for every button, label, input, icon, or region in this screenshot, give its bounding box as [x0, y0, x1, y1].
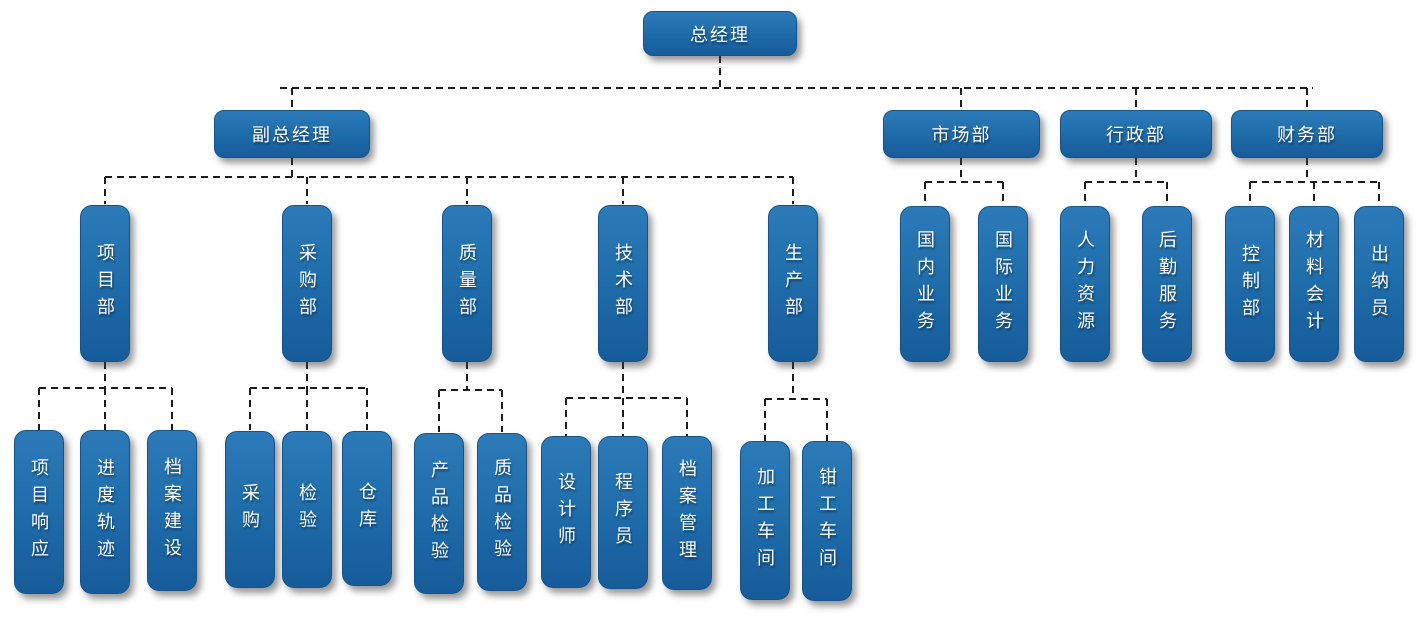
- org-node-label: 档案管理: [677, 459, 697, 567]
- org-node-label: 进度轨迹: [95, 458, 115, 566]
- org-node-label: 后勤服务: [1157, 230, 1177, 338]
- org-node-archive-management[interactable]: 档案管理: [662, 436, 712, 590]
- org-node-designer[interactable]: 设计师: [541, 436, 591, 588]
- org-node-deputy-general-manager[interactable]: 副总经理: [214, 110, 370, 158]
- org-node-general-manager[interactable]: 总经理: [643, 11, 797, 56]
- connector-purchasing-children: [249, 362, 368, 430]
- org-node-label: 生产部: [783, 243, 803, 324]
- org-node-label: 项目响应: [29, 458, 49, 566]
- org-node-label: 技术部: [613, 243, 633, 324]
- connector-admin-children: [1084, 158, 1168, 206]
- connector-production-children: [764, 362, 828, 441]
- org-node-label: 钳工车间: [817, 467, 837, 575]
- org-node-technology-dept[interactable]: 技术部: [598, 205, 648, 362]
- org-node-label: 国内业务: [915, 230, 935, 338]
- org-node-quality-dept[interactable]: 质量部: [442, 205, 492, 362]
- org-node-label: 国际业务: [993, 230, 1013, 338]
- connector-project-children: [38, 362, 173, 430]
- connector-finance-children: [1249, 158, 1380, 206]
- org-node-label: 材料会计: [1304, 230, 1324, 338]
- connector-level1: [280, 56, 1313, 110]
- org-node-production-dept[interactable]: 生产部: [768, 205, 818, 362]
- org-node-label: 人力资源: [1075, 230, 1095, 338]
- org-node-project-dept[interactable]: 项目部: [80, 205, 130, 362]
- org-node-label: 控制部: [1240, 243, 1260, 325]
- org-node-label: 程序员: [613, 472, 633, 553]
- org-node-label: 出纳员: [1369, 243, 1389, 325]
- org-node-project-response[interactable]: 项目响应: [14, 430, 64, 594]
- org-node-human-resources[interactable]: 人力资源: [1060, 206, 1110, 362]
- org-node-control-dept[interactable]: 控制部: [1225, 206, 1275, 362]
- org-node-inspection[interactable]: 检验: [282, 431, 332, 588]
- org-node-label: 财务部: [1277, 125, 1337, 145]
- org-node-programmer[interactable]: 程序员: [598, 436, 648, 589]
- org-node-fitter-workshop[interactable]: 钳工车间: [802, 441, 852, 601]
- org-node-label: 档案建设: [162, 456, 182, 565]
- org-node-label: 检验: [297, 482, 317, 537]
- org-node-quality-inspection[interactable]: 质品检验: [477, 433, 527, 591]
- org-node-progress-track[interactable]: 进度轨迹: [80, 430, 130, 594]
- org-node-admin-dept[interactable]: 行政部: [1060, 110, 1212, 158]
- org-node-logistics-service[interactable]: 后勤服务: [1142, 206, 1192, 362]
- org-node-label: 行政部: [1106, 125, 1166, 145]
- connector-group: [38, 56, 1380, 441]
- org-node-label: 质品检验: [492, 458, 512, 566]
- org-node-label: 总经理: [690, 24, 750, 45]
- connector-quality-children: [438, 362, 503, 432]
- org-node-label: 加工车间: [755, 466, 775, 575]
- org-node-international-business[interactable]: 国际业务: [978, 206, 1028, 362]
- org-node-label: 质量部: [457, 243, 477, 324]
- org-node-warehouse[interactable]: 仓库: [342, 431, 392, 586]
- org-node-finance-dept[interactable]: 财务部: [1231, 110, 1383, 158]
- org-node-product-inspection[interactable]: 产品检验: [414, 433, 464, 594]
- org-node-label: 市场部: [931, 125, 992, 145]
- org-node-label: 采购部: [297, 243, 317, 324]
- org-node-label: 项目部: [95, 243, 115, 324]
- org-node-marketing-dept[interactable]: 市场部: [883, 110, 1040, 158]
- org-node-label: 仓库: [357, 481, 377, 536]
- connector-dgm-children: [104, 158, 794, 204]
- org-node-cashier[interactable]: 出纳员: [1354, 206, 1404, 362]
- org-node-material-accounting[interactable]: 材料会计: [1289, 206, 1339, 362]
- org-node-label: 采购: [240, 482, 260, 537]
- org-node-archive-construction[interactable]: 档案建设: [147, 430, 197, 591]
- org-node-machining-workshop[interactable]: 加工车间: [740, 441, 790, 600]
- org-node-purchasing[interactable]: 采购: [225, 431, 275, 588]
- org-node-purchasing-dept[interactable]: 采购部: [282, 205, 332, 362]
- connector-marketing-children: [924, 158, 1004, 206]
- connector-tech-children: [565, 362, 688, 436]
- org-node-label: 产品检验: [429, 459, 449, 568]
- org-node-label: 设计师: [556, 471, 576, 553]
- org-node-label: 副总经理: [252, 125, 332, 145]
- org-node-domestic-business[interactable]: 国内业务: [900, 206, 950, 362]
